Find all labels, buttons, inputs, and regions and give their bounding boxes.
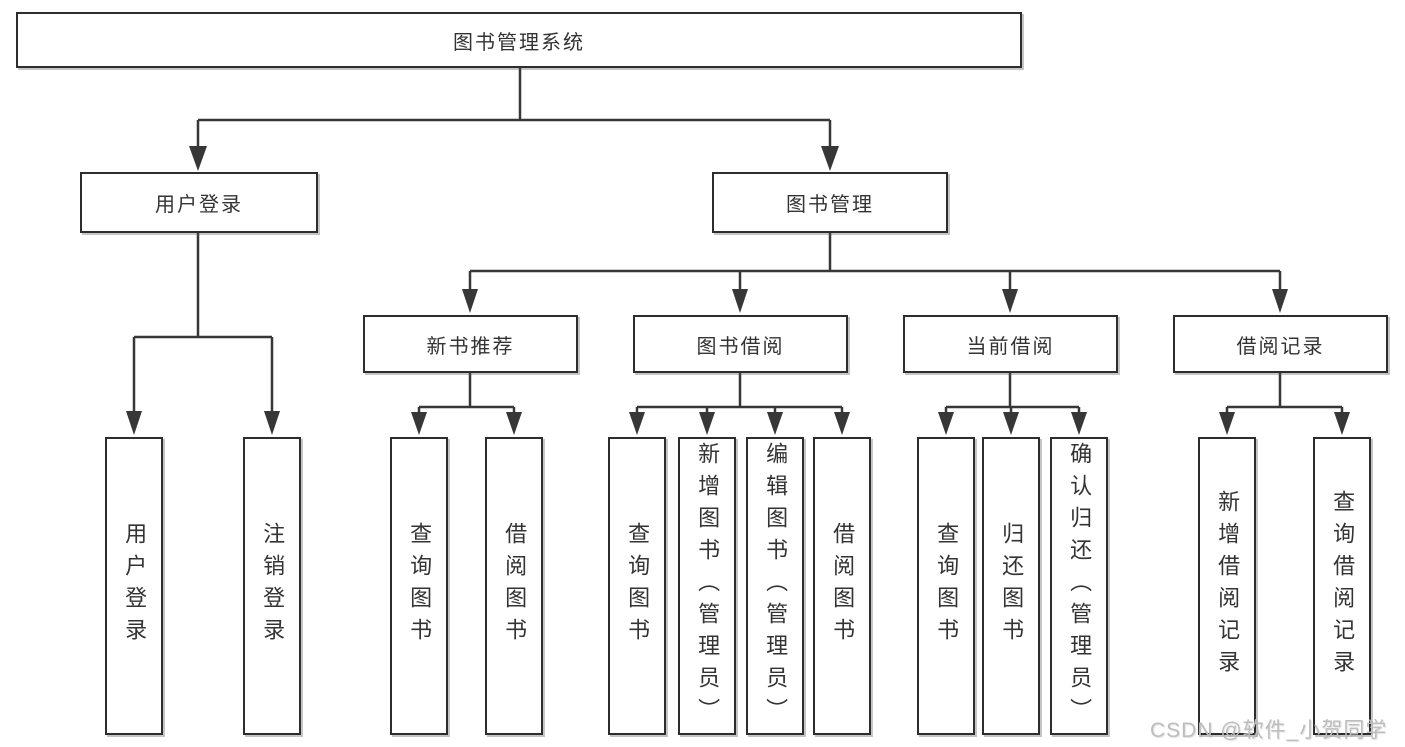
csdn-watermark: CSDN @软件_小贺同学 (1150, 719, 1388, 742)
leaf-add-book-admin: 新增图书（管理员） (678, 437, 736, 735)
leaf-query-borrow-record: 查询借阅记录 (1313, 437, 1371, 735)
node-new-book-recommend: 新书推荐 (363, 315, 578, 373)
leaf-add-book-admin-label: 新增图书（管理员） (695, 442, 721, 730)
leaf-confirm-return-admin: 确认归还（管理员） (1050, 437, 1108, 735)
leaf-query-books-recommend: 查询图书 (390, 437, 448, 735)
leaf-user-login-label: 用户登录 (122, 522, 148, 650)
leaf-query-books-recommend-label: 查询图书 (407, 522, 433, 650)
node-current-borrow: 当前借阅 (903, 315, 1118, 373)
leaf-edit-book-admin: 编辑图书（管理员） (746, 437, 804, 735)
leaf-confirm-return-admin-label: 确认归还（管理员） (1067, 442, 1093, 730)
leaf-query-books-borrow-label: 查询图书 (625, 522, 651, 650)
leaf-borrow-books-recommend: 借阅图书 (485, 437, 543, 735)
leaf-return-book: 归还图书 (982, 437, 1040, 735)
leaf-query-books-current-label: 查询图书 (934, 522, 960, 650)
node-book-borrow: 图书借阅 (633, 315, 848, 373)
leaf-user-login: 用户登录 (105, 437, 163, 735)
node-borrow-records: 借阅记录 (1173, 315, 1388, 373)
leaf-borrow-books-label: 借阅图书 (830, 522, 856, 650)
leaf-query-books-current: 查询图书 (917, 437, 975, 735)
node-user-login: 用户登录 (80, 172, 318, 233)
leaf-edit-book-admin-label: 编辑图书（管理员） (763, 442, 789, 730)
node-root: 图书管理系统 (16, 12, 1022, 68)
leaf-borrow-books-recommend-label: 借阅图书 (502, 522, 528, 650)
leaf-logout: 注销登录 (243, 437, 301, 735)
leaf-query-books-borrow: 查询图书 (608, 437, 666, 735)
leaf-query-borrow-record-label: 查询借阅记录 (1330, 490, 1356, 682)
leaf-return-book-label: 归还图书 (999, 522, 1025, 650)
leaf-add-borrow-record-label: 新增借阅记录 (1215, 490, 1241, 682)
leaf-logout-label: 注销登录 (260, 522, 286, 650)
node-book-management: 图书管理 (712, 172, 948, 233)
leaf-borrow-books: 借阅图书 (813, 437, 871, 735)
leaf-add-borrow-record: 新增借阅记录 (1198, 437, 1256, 735)
